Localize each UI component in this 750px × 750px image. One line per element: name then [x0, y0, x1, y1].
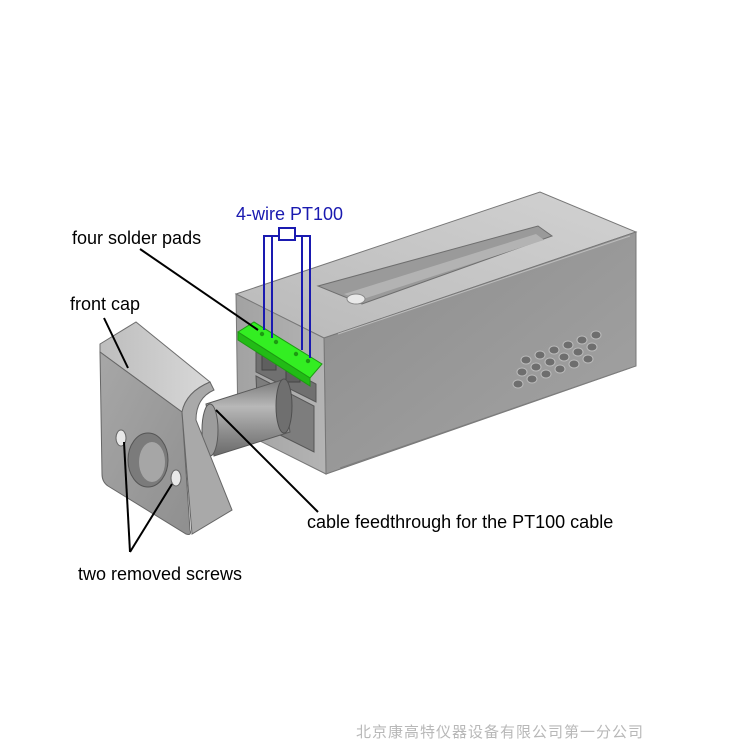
- vent-hole: [576, 335, 588, 345]
- leader-lines: [103, 248, 319, 553]
- vent-hole: [512, 379, 524, 389]
- vent-hole: [548, 345, 560, 355]
- front-cap-side: [181, 381, 233, 535]
- label-solder-pads: four solder pads: [72, 228, 202, 248]
- vent-hole: [526, 374, 538, 384]
- vent-hole: [558, 352, 570, 362]
- vent-hole: [568, 359, 580, 369]
- vent-hole: [562, 340, 574, 350]
- wire-4: [295, 235, 311, 358]
- leader-screw-left: [123, 441, 131, 553]
- vent-hole: [586, 342, 598, 352]
- label-front-cap: front cap: [70, 294, 141, 314]
- vent-hole: [516, 367, 528, 377]
- label-screws: two removed screws: [78, 564, 243, 584]
- vent-hole: [572, 347, 584, 357]
- leader-feedthrough: [215, 409, 319, 513]
- vent-hole: [530, 362, 542, 372]
- vent-hole: [554, 364, 566, 374]
- watermark-text: 北京康高特仪器设备有限公司第一分公司: [356, 724, 645, 741]
- vent-hole: [520, 355, 532, 365]
- screw-hole-right: [170, 469, 182, 487]
- leader-front-cap: [103, 317, 129, 369]
- vent-hole: [582, 354, 594, 364]
- solder-pads: [237, 321, 323, 387]
- cable-feedthrough: [201, 378, 293, 457]
- top-slot: [316, 225, 554, 305]
- pt100-resistor: [278, 227, 296, 241]
- leader-screw-right: [129, 483, 173, 553]
- pt100-wiring: [263, 227, 311, 358]
- label-pt100: 4-wire PT100: [236, 204, 344, 224]
- label-feedthrough: cable feedthrough for the PT100 cable: [307, 512, 614, 532]
- vent-hole: [590, 330, 602, 340]
- vent-hole: [540, 369, 552, 379]
- wire-2: [271, 235, 279, 338]
- vent-hole: [534, 350, 546, 360]
- ventilation-holes: [512, 330, 602, 389]
- vent-hole: [544, 357, 556, 367]
- screw-hole-left: [115, 429, 127, 447]
- leader-solder-pads: [139, 248, 259, 331]
